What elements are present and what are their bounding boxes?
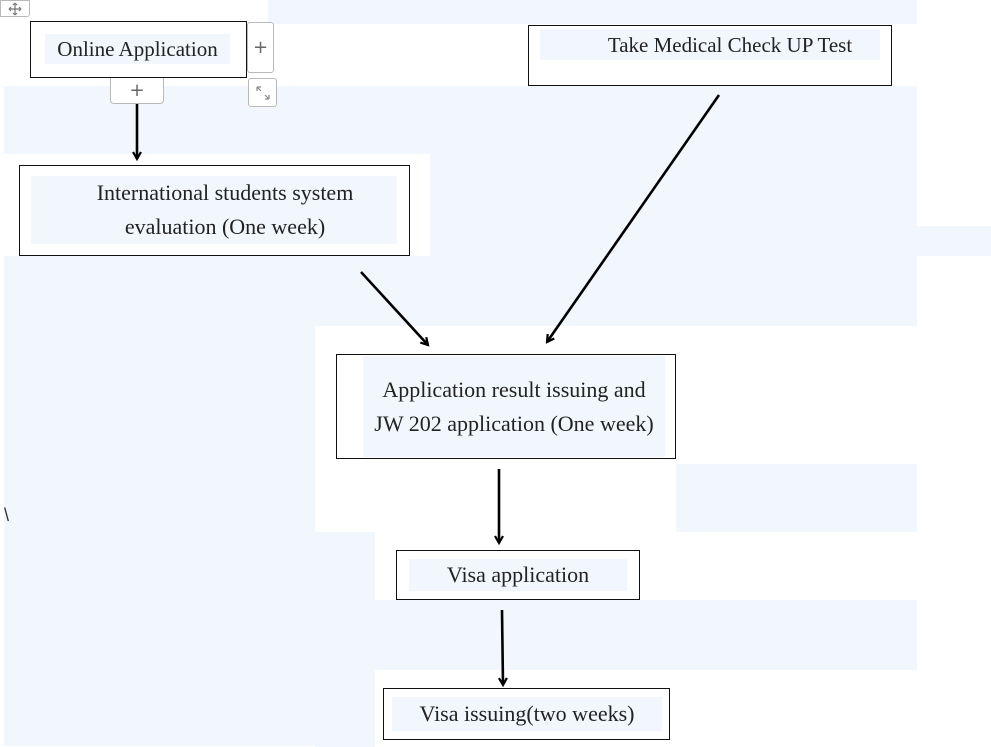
node-label: Take Medical Check UP Test bbox=[540, 29, 880, 60]
selection-band bbox=[430, 154, 917, 226]
move-icon[interactable] bbox=[0, 0, 30, 17]
plus-icon[interactable]: + bbox=[110, 78, 164, 104]
node-visa-application: Visa application bbox=[396, 550, 640, 600]
stray-backslash: \ bbox=[4, 505, 10, 525]
edge-visa-application-to-issuing bbox=[502, 609, 503, 685]
node-label: Visa application bbox=[409, 559, 627, 591]
plus-icon[interactable]: + bbox=[247, 22, 274, 73]
node-system-evaluation: International students system evaluation… bbox=[19, 165, 410, 256]
selection-band bbox=[268, 0, 917, 24]
resize-icon[interactable] bbox=[248, 78, 277, 107]
node-label: Online Application bbox=[45, 34, 230, 64]
selection-band bbox=[4, 326, 315, 746]
selection-band bbox=[676, 464, 917, 532]
node-online-application: Online Application bbox=[30, 21, 247, 78]
edge-evaluation-to-result bbox=[360, 271, 428, 345]
node-visa-issuing: Visa issuing(two weeks) bbox=[383, 688, 670, 740]
node-label: International students system evaluation… bbox=[31, 176, 397, 244]
selection-band bbox=[4, 256, 917, 326]
node-result-issuing: Application result issuing and JW 202 ap… bbox=[336, 354, 676, 459]
node-label: Application result issuing and JW 202 ap… bbox=[363, 356, 665, 457]
selection-band bbox=[430, 226, 991, 256]
node-medical-check: Take Medical Check UP Test bbox=[528, 25, 892, 86]
edge-medical-to-result bbox=[547, 94, 721, 342]
selection-band bbox=[315, 600, 917, 670]
node-label: Visa issuing(two weeks) bbox=[392, 697, 662, 731]
selection-band bbox=[315, 532, 375, 747]
